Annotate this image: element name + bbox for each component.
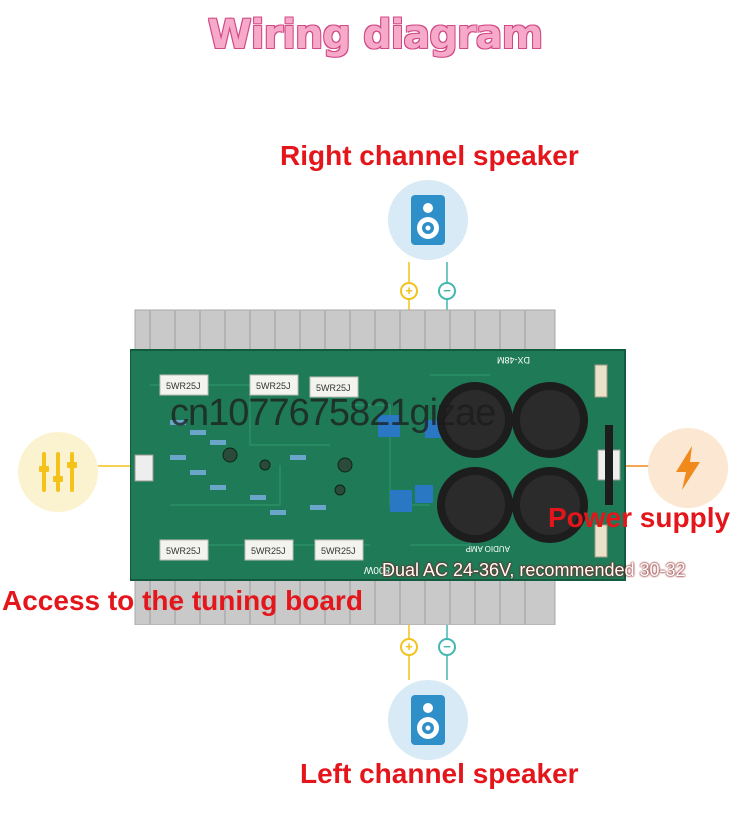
resistor-label-6: 5WR25J xyxy=(321,546,356,556)
right-speaker-label: Right channel speaker xyxy=(280,140,579,171)
tuning-board-label: Access to the tuning board xyxy=(2,585,363,616)
amplifier-board-image: 5WR25J 5WR25J 5WR25J 5WR25J 5WR25J 5WR25… xyxy=(129,309,626,626)
right-plus-terminal: + xyxy=(400,282,418,300)
power-supply-note: Dual AC 24-36V, recommended 30-32 xyxy=(382,560,686,580)
right-speaker-icon-badge xyxy=(388,180,468,260)
equalizer-icon xyxy=(39,452,77,492)
right-minus-terminal: − xyxy=(438,282,456,300)
resistor-label-1: 5WR25J xyxy=(166,381,201,391)
resistor-label-5: 5WR25J xyxy=(251,546,286,556)
resistor-label-4: 5WR25J xyxy=(166,546,201,556)
speaker-icon xyxy=(411,195,445,245)
resistor-label-2: 5WR25J xyxy=(256,381,291,391)
left-plus-terminal: + xyxy=(400,638,418,656)
amplifier-board: 5WR25J 5WR25J 5WR25J 5WR25J 5WR25J 5WR25… xyxy=(129,305,630,626)
left-speaker-label: Left channel speaker xyxy=(300,758,579,789)
board-power-label: 800W xyxy=(363,564,390,575)
speaker-icon xyxy=(411,695,445,745)
power-icon-badge xyxy=(648,428,728,508)
board-brand-label: AUDIO AMP xyxy=(466,544,510,553)
left-speaker-icon-badge xyxy=(388,680,468,760)
tuning-icon-badge xyxy=(18,432,98,512)
left-minus-terminal: − xyxy=(438,638,456,656)
lightning-icon xyxy=(676,446,700,490)
watermark-text: cn1077675821gizae xyxy=(170,392,496,434)
board-model-label: DX-48M xyxy=(497,355,530,365)
power-supply-label: Power supply xyxy=(548,502,731,533)
resistor-label-3: 5WR25J xyxy=(316,383,351,393)
page-title: Wiring diagram xyxy=(207,12,544,58)
